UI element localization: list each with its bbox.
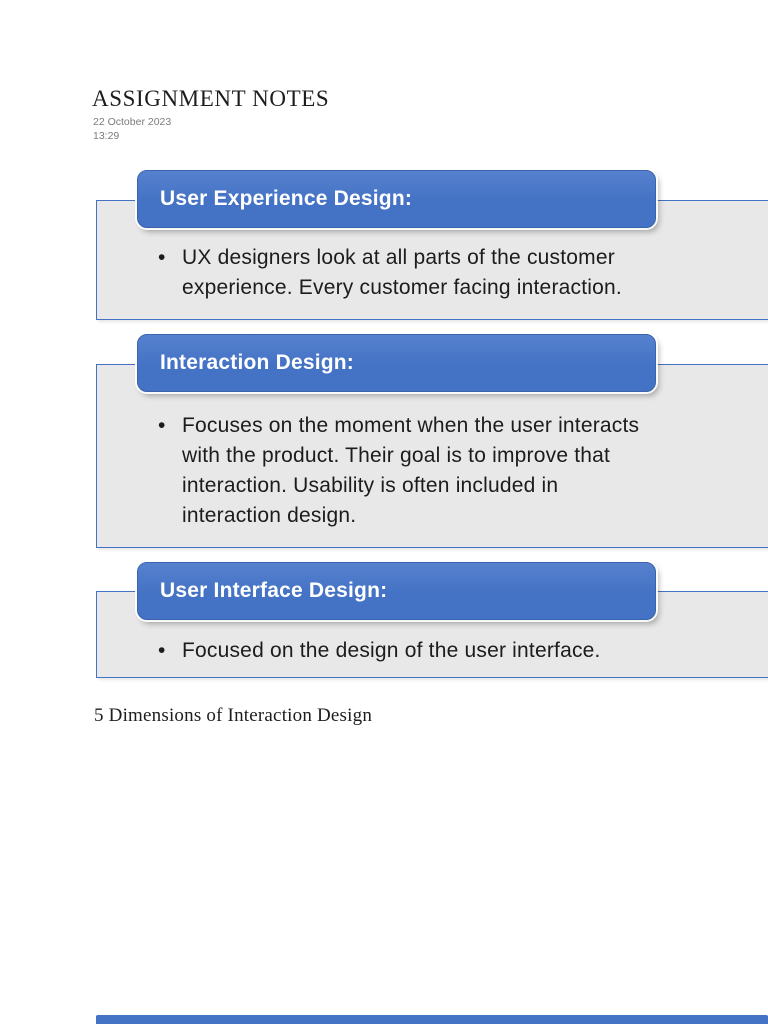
section-title: User Experience Design:: [160, 187, 413, 210]
note-time: 13:29: [93, 130, 120, 142]
section-header-user-interface: User Interface Design:: [137, 562, 656, 620]
note-date: 22 October 2023: [93, 116, 172, 128]
section-body-text: Focuses on the moment when the user inte…: [182, 414, 640, 527]
bullet-icon: •: [158, 639, 166, 662]
section-header-interaction-design: Interaction Design:: [137, 334, 656, 392]
section-body-text: Focused on the design of the user interf…: [182, 639, 601, 662]
section-body-text: UX designers look at all parts of the cu…: [182, 246, 622, 299]
bullet-icon: •: [158, 414, 166, 437]
bullet-item-user-experience: • UX designers look at all parts of the …: [158, 243, 754, 303]
footer-heading: 5 Dimensions of Interaction Design: [94, 705, 373, 726]
page-title: ASSIGNMENT NOTES: [92, 86, 330, 111]
section-header-user-experience: User Experience Design:: [137, 170, 656, 228]
section-panel-interaction-design: [96, 364, 768, 548]
bullet-item-user-interface: • Focused on the design of the user inte…: [158, 636, 754, 666]
bullet-item-interaction-design: • Focuses on the moment when the user in…: [158, 411, 754, 531]
section-title: Interaction Design:: [160, 351, 354, 374]
bullet-icon: •: [158, 246, 166, 269]
clipped-next-section-bar: [96, 1015, 768, 1024]
section-title: User Interface Design:: [160, 579, 388, 602]
